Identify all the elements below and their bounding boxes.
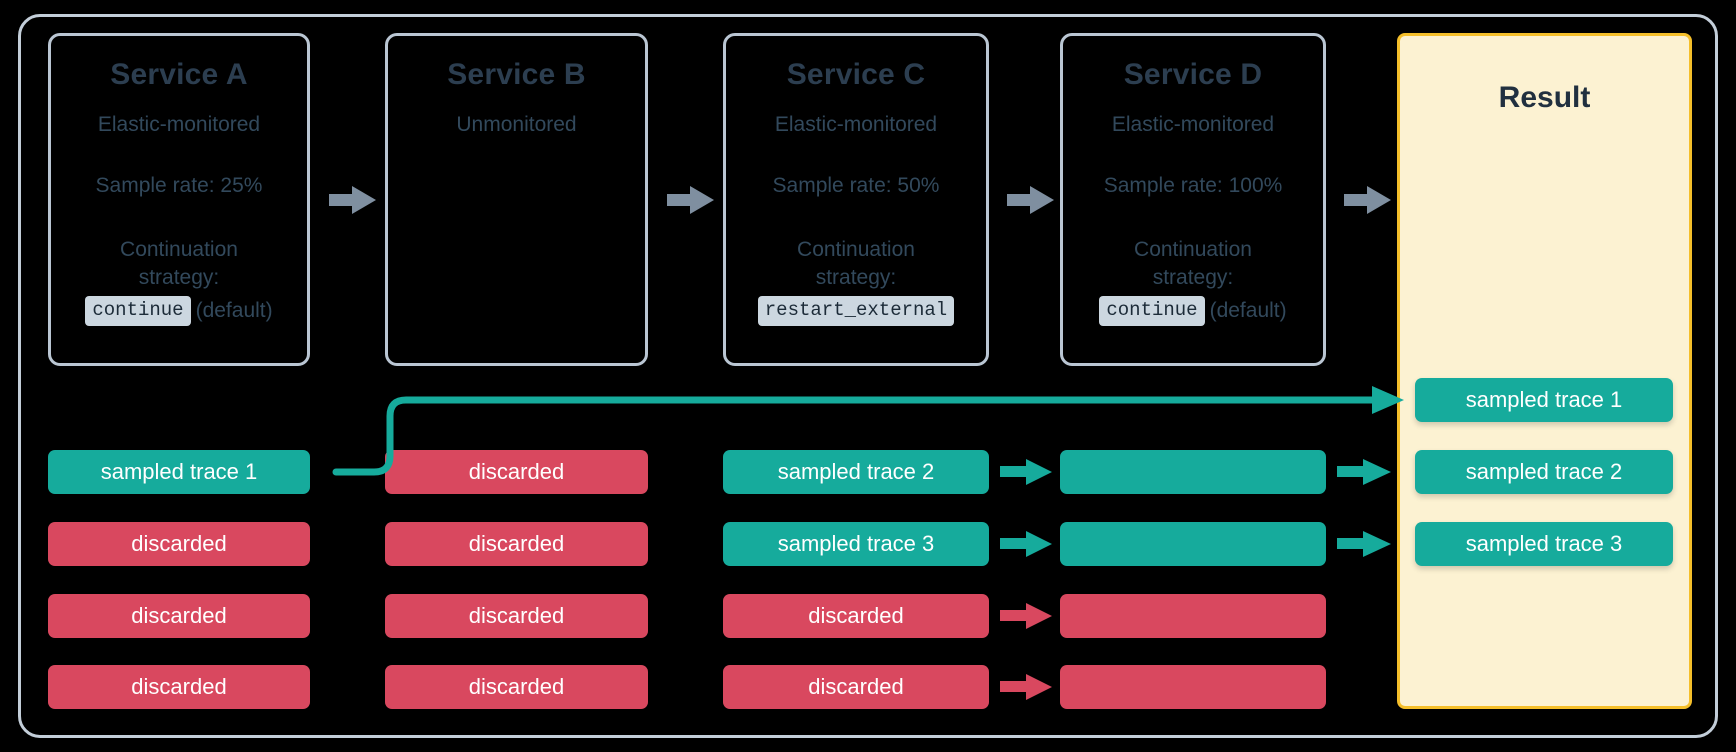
service-continuation-label: Continuation strategy: [1063,236,1323,291]
result-trace-pill-1: sampled trace 1 [1415,378,1673,422]
service-strategy-value-row: continue(default) [51,296,307,327]
service-title: Service D [1123,58,1263,91]
result-trace-label: sampled trace 1 [1465,387,1623,412]
service-strategy-value-row: continue(default) [1063,296,1323,327]
diagram-outer-frame [18,14,1718,738]
trace-label: discarded [131,603,227,628]
trace-label: discarded [808,674,904,699]
trace-pill-c-1: sampled trace 2 [723,450,989,494]
continuation-word: Continuation [120,237,238,261]
service-box-c: Service C Elastic-monitored Sample rate:… [723,33,989,366]
trace-pill-a-1: sampled trace 1 [48,450,310,494]
trace-pill-b-4: discarded [385,665,648,709]
service-monitoring-status: Unmonitored [456,112,577,136]
service-title: Service B [447,58,586,91]
trace-pill-c-2: sampled trace 3 [723,522,989,566]
service-continuation-label: Continuation strategy: [726,236,986,291]
result-trace-label: sampled trace 2 [1465,459,1623,484]
trace-pill-a-2: discarded [48,522,310,566]
trace-pill-a-4: discarded [48,665,310,709]
service-title: Service A [110,58,248,91]
service-sample-rate: Sample rate: 50% [772,173,940,197]
service-box-a: Service A Elastic-monitored Sample rate:… [48,33,310,366]
trace-pill-b-3: discarded [385,594,648,638]
continuation-word: Continuation [1134,237,1252,261]
strategy-word: strategy: [815,265,897,289]
result-panel: Result [1397,33,1692,709]
service-monitoring-status: Elastic-monitored [97,112,261,136]
result-trace-pill-2: sampled trace 2 [1415,450,1673,494]
trace-label: sampled trace 1 [100,459,258,484]
trace-label: discarded [468,603,565,628]
trace-label: discarded [131,674,227,699]
strategy-default-note: (default) [195,298,273,322]
trace-pill-d-3 [1060,594,1326,638]
trace-label: discarded [808,603,904,628]
service-continuation-label: Continuation strategy: [51,236,307,291]
service-strategy-value-row: restart_external [726,296,986,327]
trace-pill-d-4 [1060,665,1326,709]
result-trace-pill-3: sampled trace 3 [1415,522,1673,566]
strategy-code-tag: restart_external [757,296,955,327]
strategy-code-tag: continue [1099,296,1205,327]
trace-label: discarded [468,459,565,484]
strategy-code-tag: continue [85,296,191,327]
trace-pill-b-2: discarded [385,522,648,566]
service-monitoring-status: Elastic-monitored [1111,112,1275,136]
strategy-word: strategy: [138,265,220,289]
trace-pill-c-4: discarded [723,665,989,709]
service-title: Service C [786,58,926,91]
service-monitoring-status: Elastic-monitored [774,112,938,136]
result-trace-label: sampled trace 3 [1465,531,1623,556]
trace-label: discarded [131,531,227,556]
service-sample-rate: Sample rate: 100% [1103,173,1283,197]
result-title: Result [1498,81,1591,114]
service-box-d: Service D Elastic-monitored Sample rate:… [1060,33,1326,366]
strategy-default-note: (default) [1209,298,1287,322]
trace-pill-d-1 [1060,450,1326,494]
trace-label: discarded [468,531,565,556]
trace-label: sampled trace 2 [777,459,935,484]
trace-pill-b-1: discarded [385,450,648,494]
strategy-word: strategy: [1152,265,1234,289]
service-sample-rate: Sample rate: 25% [95,173,263,197]
trace-pill-c-3: discarded [723,594,989,638]
continuation-word: Continuation [797,237,915,261]
service-box-b: Service B Unmonitored [385,33,648,366]
trace-label: sampled trace 3 [777,531,935,556]
trace-pill-a-3: discarded [48,594,310,638]
trace-label: discarded [468,674,565,699]
trace-pill-d-2 [1060,522,1326,566]
